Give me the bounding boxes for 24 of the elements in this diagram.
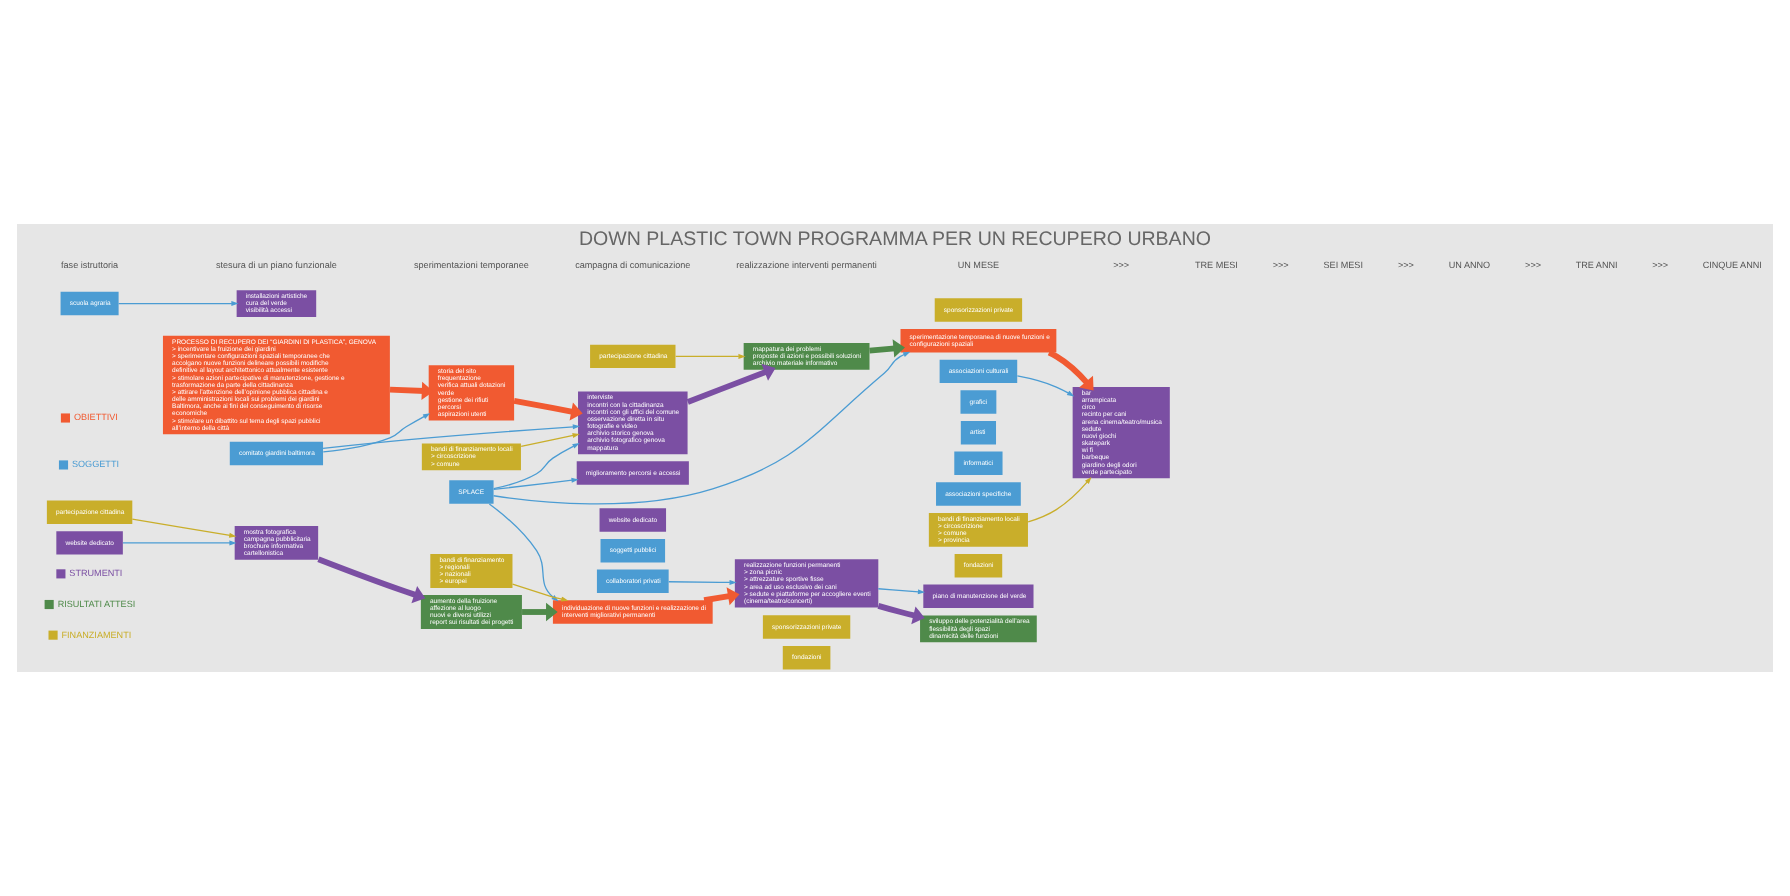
arrow [877, 603, 925, 625]
arrow [322, 424, 580, 449]
arrow [877, 588, 926, 595]
arrow [1027, 476, 1092, 523]
arrow [389, 381, 434, 401]
diagram-title: DOWN PLASTIC TOWN PROGRAMMA PER UN RECUPERO URBANO [579, 228, 1211, 251]
arrow [703, 587, 740, 606]
arrow [493, 477, 579, 491]
arrow [513, 397, 583, 421]
arrow [520, 433, 580, 448]
arrow [1047, 349, 1094, 391]
arrow [675, 353, 746, 359]
arrow [522, 602, 558, 622]
arrow [117, 301, 239, 307]
arrow [493, 443, 580, 490]
arrow [322, 413, 431, 453]
arrow [317, 556, 426, 604]
arrow [668, 579, 737, 585]
arrow [869, 339, 905, 358]
arrow [122, 540, 237, 546]
arrow [686, 363, 776, 405]
arrow [131, 518, 237, 538]
arrow [492, 351, 911, 505]
arrow [1016, 375, 1075, 397]
